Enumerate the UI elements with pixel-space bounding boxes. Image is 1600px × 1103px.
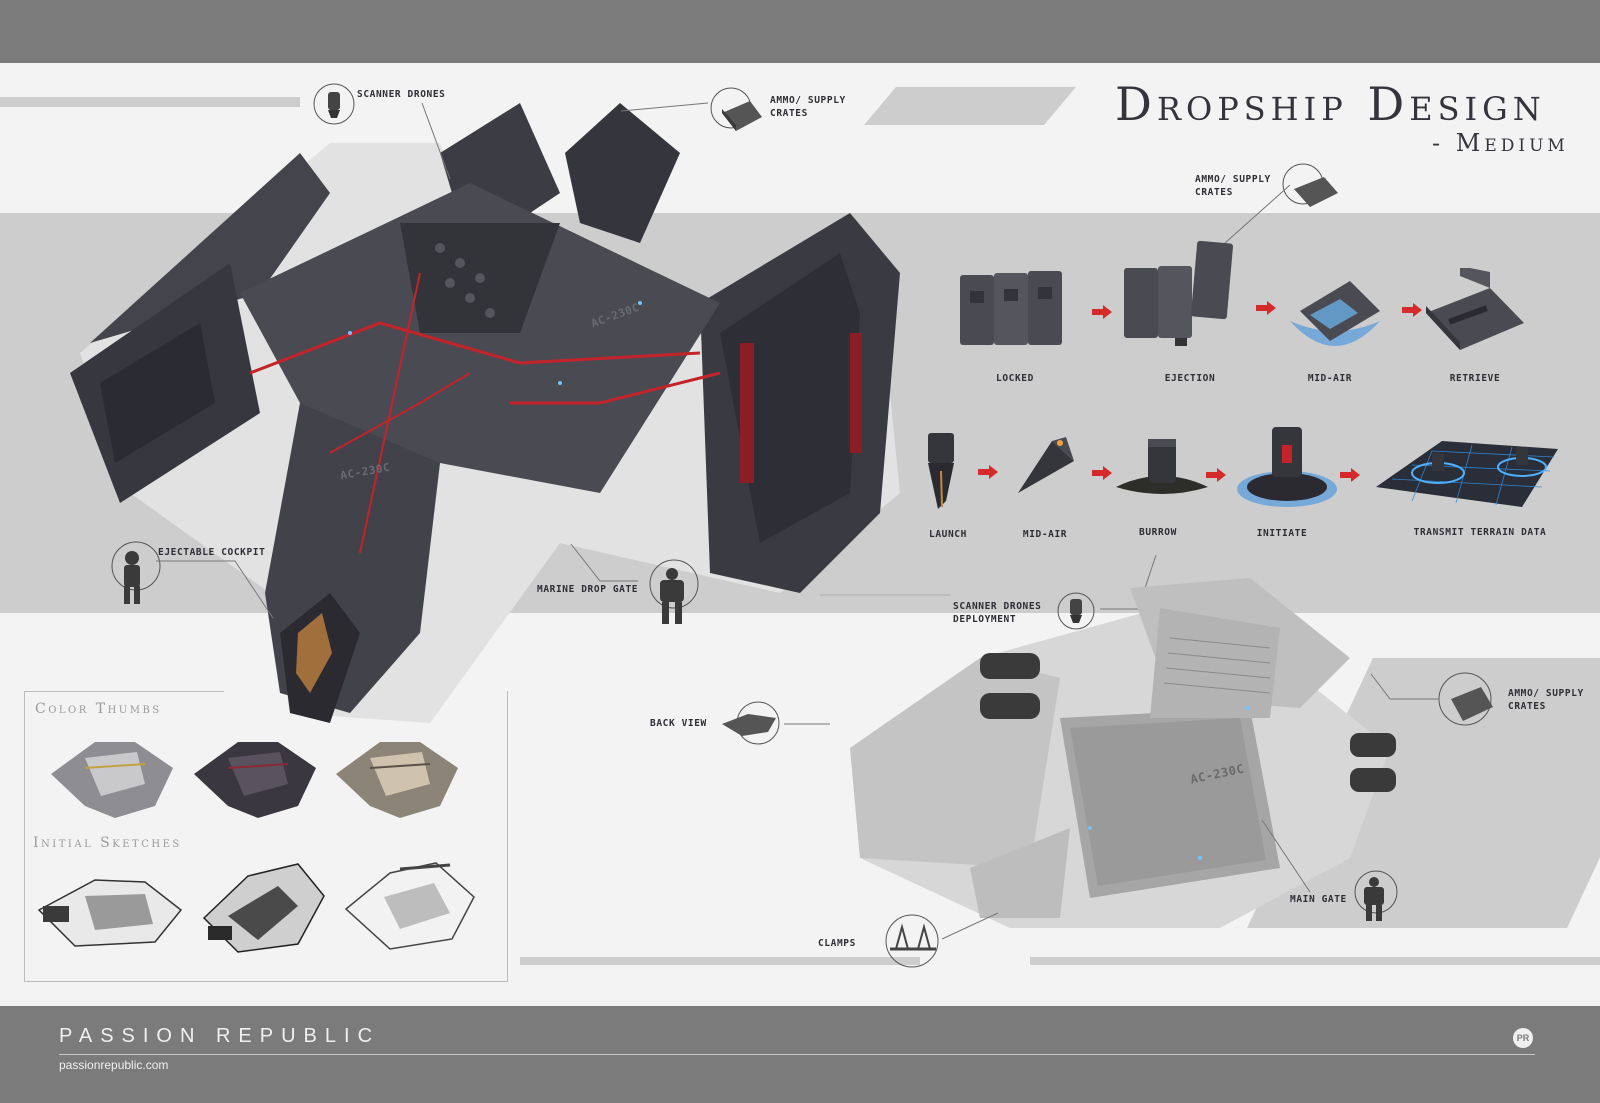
dropship-top-view-illustration — [70, 103, 900, 723]
crate-retrieve-illustration — [1426, 268, 1524, 350]
leader-main-gate — [1261, 819, 1311, 893]
label-drone-step-burrow: Burrow — [1139, 527, 1177, 538]
content-panel: Dropship Design - Medium — [0, 63, 1600, 1006]
page-title: Dropship Design — [1115, 77, 1546, 131]
ship-silhouette-icon — [722, 701, 780, 745]
label-crate-step-retrieve: Retrieve — [1449, 373, 1501, 384]
marine-icon — [649, 559, 699, 624]
drone-midair-illustration — [1018, 437, 1074, 493]
crate-midair-illustration — [1290, 281, 1380, 346]
arrow-right-icon — [1256, 301, 1276, 315]
label-ammo-crates-top: Ammo/ supply crates — [770, 95, 846, 119]
color-thumb-2 — [194, 742, 316, 818]
label-crate-step-midair: Mid-air — [1307, 373, 1353, 384]
label-scanner-drones: Scanner drones — [357, 89, 446, 100]
drone-initiate-illustration — [1237, 427, 1337, 507]
sketch-thumb-3 — [344, 862, 475, 950]
crate-locked-illustration — [960, 271, 1062, 345]
leader-ejectable-cockpit — [156, 560, 274, 619]
bg-band-bottom-stripe-right — [1030, 957, 1600, 965]
arrow-right-icon — [1340, 468, 1360, 482]
label-ejectable-cockpit: Ejectable cockpit — [158, 547, 266, 558]
thumbnails-panel — [24, 691, 508, 982]
bg-band-bottom-stripe — [520, 957, 920, 965]
leader-back-view — [784, 723, 830, 725]
leader-ammo-crates-mid — [1215, 184, 1291, 252]
scanner-drone-icon — [313, 83, 355, 125]
label-drone-step-midair: Mid-air — [1022, 529, 1068, 540]
color-thumb-1 — [51, 742, 173, 818]
leader-scanner-drones — [421, 102, 451, 180]
arrow-right-icon — [1206, 468, 1226, 482]
footer-url[interactable]: passionrepublic.com — [59, 1058, 169, 1072]
footer-divider — [59, 1054, 1535, 1055]
label-drone-step-launch: Launch — [929, 529, 967, 540]
arrow-right-icon — [1092, 305, 1112, 319]
color-thumb-3 — [336, 742, 458, 818]
drone-launch-illustration — [928, 433, 954, 509]
drone-transmit-terrain-illustration — [1376, 441, 1558, 507]
initial-sketches-title: Initial Sketches — [33, 835, 182, 851]
crate-ejection-illustration — [1124, 240, 1233, 346]
footer-logo-badge: PR — [1513, 1028, 1533, 1048]
drone-burrow-illustration — [1116, 439, 1208, 494]
leader-deployment-base-line — [820, 594, 950, 596]
label-marine-drop-gate: Marine drop gate — [537, 584, 639, 595]
label-crate-step-locked: Locked — [996, 373, 1034, 384]
label-back-view: Back view — [650, 718, 707, 729]
label-main-gate: Main gate — [1290, 894, 1347, 905]
label-drone-step-transmit: Transmit terrain data — [1413, 527, 1547, 538]
sketch-thumb-2 — [202, 863, 325, 953]
label-drone-step-initiate: Initiate — [1256, 528, 1308, 539]
leader-clamps — [941, 912, 999, 940]
leader-ammo-crates-top — [620, 102, 709, 112]
ammo-crate-icon — [1438, 672, 1493, 726]
leader-marine-drop-gate — [570, 543, 638, 582]
marine-icon — [1354, 870, 1398, 921]
arrow-right-icon — [1402, 303, 1422, 317]
footer-brand: PASSION REPUBLIC — [59, 1025, 381, 1047]
sketch-thumb-1 — [37, 879, 183, 947]
arrow-right-icon — [978, 465, 998, 479]
label-crate-step-ejection: Ejection — [1164, 373, 1216, 384]
page-subtitle: - Medium — [1432, 129, 1569, 157]
bg-band-top-stripe — [0, 97, 300, 107]
pilot-icon — [111, 541, 161, 604]
clamp-icon — [885, 914, 939, 968]
ammo-crate-icon — [710, 87, 762, 131]
thumbnails-panel-top-rule — [24, 691, 224, 692]
scanner-drone-icon — [1057, 592, 1095, 630]
leader-ammo-crates-right — [1370, 673, 1438, 700]
label-scanner-drones-deployment: Scanner drones deployment — [953, 601, 1042, 625]
label-ammo-crates-right: Ammo/ supply crates — [1508, 688, 1584, 712]
label-ammo-crates-mid: Ammo/ supply crates — [1195, 174, 1271, 198]
color-thumbs-title: Color Thumbs — [35, 701, 162, 717]
dropship-back-view-illustration — [850, 578, 1396, 928]
arrow-right-icon — [1092, 466, 1112, 480]
label-clamps: Clamps — [818, 938, 856, 949]
ammo-crate-icon — [1282, 163, 1338, 207]
